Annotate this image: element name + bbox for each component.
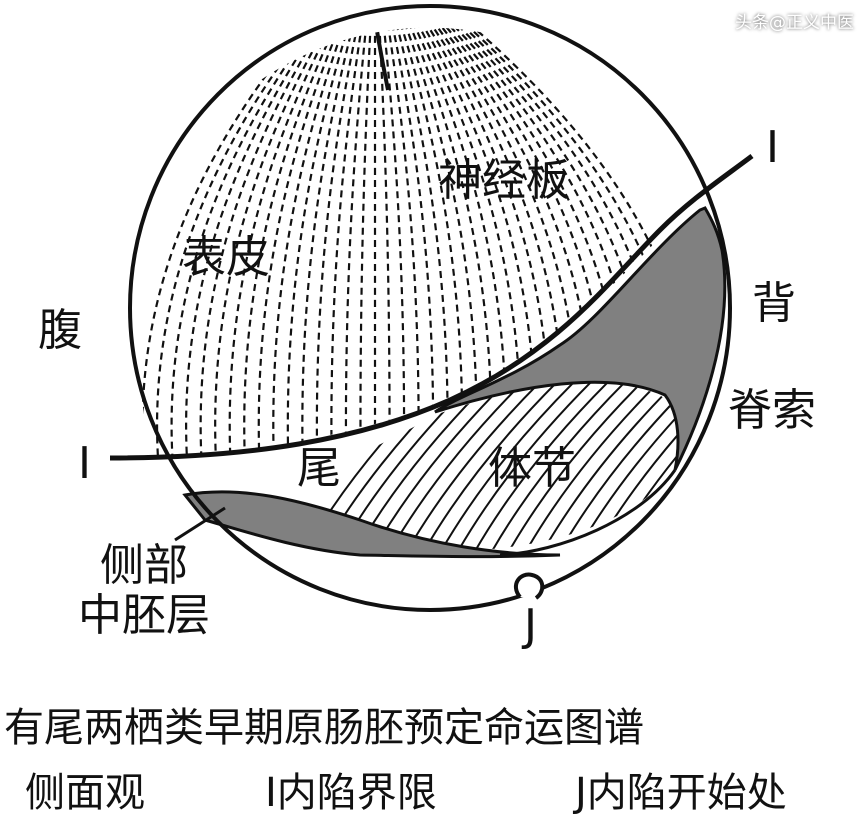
label-ventral: 腹 [38,305,82,356]
hatch-line [537,382,678,551]
dashed-line [437,27,682,461]
midline-mark [370,27,390,91]
involution-boundary-line [109,153,754,461]
embryo-outline [128,4,732,612]
lateral-mesoderm-region [182,490,561,559]
dashed-line [214,27,343,461]
label-i-right: I [766,122,779,173]
dashed-line [419,27,594,461]
hatch-line [435,382,577,551]
notochord-region [434,206,727,471]
dashed-line [407,27,536,461]
dashed-line [199,27,340,461]
dashed-line [394,27,478,461]
dashed-line [385,27,435,461]
dashed-line [404,27,522,461]
dashed-line [228,27,346,461]
dashed-line [156,27,331,461]
dashed-line [257,27,353,461]
hatch-line [520,382,662,551]
lateral-pointer-line [174,506,226,542]
caption-view: 侧面观 [25,770,145,816]
dashed-line [431,27,653,461]
caption-title: 有尾两栖类早期原肠胚预定命运图谱 [4,705,644,751]
label-lateral-1: 侧部 [100,540,188,591]
label-i-left: I [78,438,91,489]
label-lateral-2: 中胚层 [78,590,210,641]
label-epidermis: 表皮 [182,232,270,283]
dashed-line [428,27,638,461]
dashed-line [425,27,624,461]
somite-outline [499,469,677,557]
hatch-line [486,382,628,551]
label-notochord: 脊索 [728,385,816,436]
dashed-line [243,27,349,461]
dashed-line [344,27,371,461]
hatch-line [469,382,611,551]
label-neural-plate: 神经板 [438,155,570,206]
hatch-line [588,382,678,551]
label-tail: 尾 [297,443,341,494]
watermark: 头条@正义中医 [735,13,854,33]
dashed-line [170,27,334,461]
label-dorsal: 背 [752,278,796,329]
hatch-line [503,382,645,551]
dashed-line [286,27,359,461]
dashed-line [391,27,464,461]
hatch-line [452,382,594,551]
dashed-line [315,27,365,461]
label-somite: 体节 [488,443,576,494]
caption-i: I内陷界限 [265,770,437,816]
dashed-line [416,27,580,461]
dashed-line [272,27,356,461]
hatch-line [418,382,560,551]
caption-j: J内陷开始处 [575,770,787,816]
j-mark [513,572,545,600]
label-j: J [521,600,537,651]
